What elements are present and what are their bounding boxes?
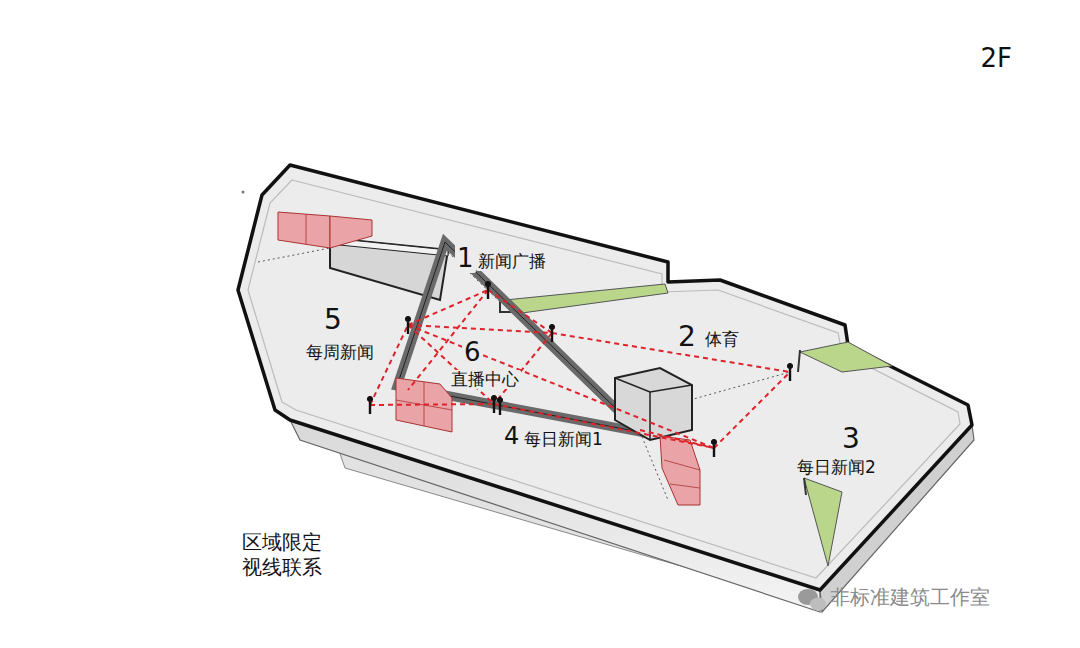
- pink-volume: [278, 212, 700, 505]
- wechat-icon: [798, 589, 826, 611]
- zone-number: 1: [455, 244, 476, 273]
- green-terrace: [800, 342, 892, 372]
- watermark: 非标准建筑工作室: [830, 586, 990, 608]
- person-figure: [367, 281, 792, 457]
- zone-boundary: [258, 248, 790, 500]
- zone-name: 体育: [703, 330, 741, 349]
- wall-inner: [248, 180, 960, 578]
- zone-number: 5: [322, 305, 344, 336]
- zone-name: 直播中心: [449, 370, 521, 389]
- zone-number: 6: [462, 338, 483, 367]
- green-terrace: [804, 478, 842, 566]
- zone-name: 每日新闻1: [522, 430, 605, 449]
- zone-name: 每周新闻: [304, 343, 376, 362]
- partition-wall: [804, 478, 806, 495]
- green-terrace: [505, 284, 668, 313]
- floor-title: 2F: [981, 44, 1013, 73]
- sight-line: [370, 290, 790, 448]
- diagram-caption: 区域限定 视线联系: [236, 530, 328, 580]
- zone-number: 4: [502, 423, 521, 449]
- zone-name: 新闻广播: [476, 252, 548, 271]
- core-block: [615, 378, 692, 392]
- floor-plate: [238, 165, 972, 590]
- partition-wall: [798, 350, 800, 372]
- speck: [242, 191, 245, 194]
- core-block: [615, 368, 692, 440]
- zone-number: 3: [840, 424, 862, 455]
- zone-number: 2: [676, 322, 698, 353]
- zone-name: 每日新闻2: [795, 458, 878, 477]
